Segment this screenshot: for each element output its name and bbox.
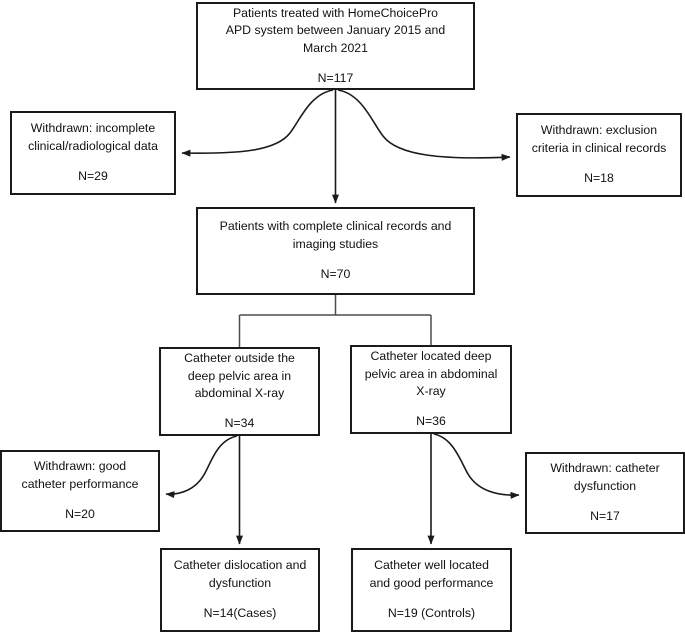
node-catheter-deep: Catheter located deep pelvic area in abd… (350, 345, 512, 434)
edge-complete-records-bracket (238, 295, 432, 347)
node-withdrawn-exclusion-title: Withdrawn: exclusion criteria in clinica… (531, 123, 667, 155)
node-withdrawn-exclusion-count: N=18 (584, 171, 614, 186)
node-controls-title: Catheter well located and good performan… (369, 558, 494, 590)
node-withdrawn-good-performance: Withdrawn: good catheter performance N=2… (0, 450, 160, 532)
node-cases: Catheter dislocation and dysfunction N=1… (160, 548, 320, 632)
edge-catheter-outside-to-withdrawn-good-performance (165, 435, 238, 499)
node-enrolled-title: Patients treated with HomeChoicePro APD … (225, 5, 446, 55)
edge-catheter-deep-to-withdrawn-dysfunction (433, 433, 520, 499)
node-catheter-outside-count: N=34 (224, 416, 255, 431)
node-enrolled: Patients treated with HomeChoicePro APD … (196, 2, 475, 90)
node-cases-count: N=14(Cases) (203, 606, 277, 621)
node-catheter-outside: Catheter outside the deep pelvic area in… (159, 347, 320, 436)
node-complete-records-count: N=70 (320, 267, 351, 282)
node-catheter-outside-title: Catheter outside the deep pelvic area in… (184, 351, 295, 400)
node-withdrawn-good-performance-count: N=20 (65, 507, 95, 522)
node-catheter-deep-count: N=36 (416, 414, 446, 429)
node-withdrawn-good-performance-title: Withdrawn: good catheter performance (21, 459, 139, 491)
node-complete-records: Patients with complete clinical records … (196, 207, 475, 295)
node-catheter-deep-title: Catheter located deep pelvic area in abd… (364, 349, 498, 398)
node-cases-title: Catheter dislocation and dysfunction (173, 558, 307, 590)
node-withdrawn-incomplete-title: Withdrawn: incomplete clinical/radiologi… (28, 121, 158, 153)
node-controls: Catheter well located and good performan… (351, 548, 512, 632)
node-complete-records-title: Patients with complete clinical records … (219, 219, 452, 251)
node-withdrawn-dysfunction: Withdrawn: catheter dysfunction N=17 (525, 452, 685, 534)
node-controls-count: N=19 (Controls) (387, 606, 476, 621)
node-enrolled-count: N=117 (317, 70, 354, 85)
node-withdrawn-dysfunction-count: N=17 (590, 509, 620, 524)
edge-enrolled-to-withdrawn-exclusion (337, 89, 511, 161)
node-withdrawn-dysfunction-title: Withdrawn: catheter dysfunction (550, 461, 660, 493)
node-withdrawn-incomplete-count: N=29 (78, 169, 108, 184)
edge-enrolled-to-withdrawn-incomplete (181, 89, 334, 157)
node-withdrawn-exclusion: Withdrawn: exclusion criteria in clinica… (516, 113, 682, 197)
node-withdrawn-incomplete: Withdrawn: incomplete clinical/radiologi… (10, 111, 176, 195)
